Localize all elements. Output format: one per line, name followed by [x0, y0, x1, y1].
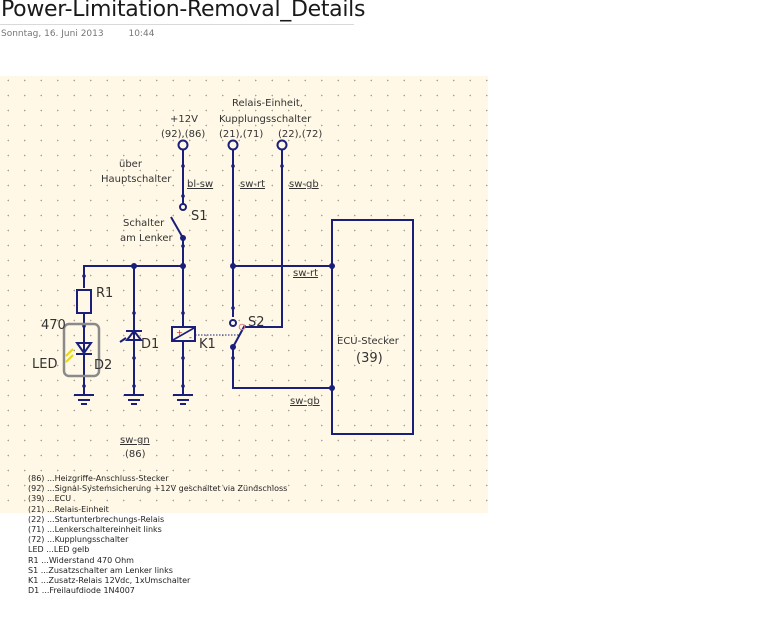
legend: (86) ...Heizgriffe-Anschluss-Stecker (92…: [28, 474, 287, 596]
pin-dot: [181, 244, 185, 248]
legend-item: LED ...LED gelb: [28, 545, 90, 555]
label-pins-92-86: (92),(86): [161, 129, 205, 140]
legend-item: (92) ...Signal-Systemsicherung +12V gesc…: [28, 484, 288, 494]
ecu-connector[interactable]: [331, 219, 414, 435]
resistor-r1[interactable]: [76, 289, 92, 314]
pin-dot: [82, 384, 86, 388]
label-am-lenker: am Lenker: [120, 233, 174, 244]
label-wire-sw-rt-rail: sw-rt: [293, 268, 318, 279]
label-wire-bl-sw: bl-sw: [187, 179, 213, 190]
label-pins-21-71: (21),(71): [219, 129, 263, 140]
switch-s2[interactable]: [229, 319, 246, 348]
pin-dot: [181, 384, 185, 388]
label-pins-22-72: (22),(72): [278, 129, 322, 140]
legend-item: (22) ...Startunterbrechungs-Relais: [28, 514, 165, 524]
wire-rail-left: [83, 265, 184, 288]
label-ecu-pin: (39): [356, 351, 383, 366]
legend-item: R1 ...Widerstand 470 Ohm: [28, 555, 134, 565]
pin-dot: [231, 164, 235, 168]
label-s2: S2: [248, 315, 265, 330]
legend-item: (21) ...Relais-Einheit: [28, 504, 109, 514]
switch-s1[interactable]: [170, 203, 187, 239]
wire-s2-common: [232, 346, 333, 389]
label-s1: S1: [191, 209, 208, 224]
led-d2[interactable]: [62, 322, 101, 378]
junction: [180, 263, 186, 269]
label-kupplungsschalter: Kupplungsschalter: [219, 114, 312, 125]
legend-item: (86) ...Heizgriffe-Anschluss-Stecker: [28, 474, 169, 483]
label-wire-sw-rt-top: sw-rt: [240, 179, 265, 190]
wire-sw-gb: [244, 150, 283, 328]
label-ueber: über: [119, 159, 143, 170]
page-time: 10:44: [128, 29, 155, 39]
page-title[interactable]: Power-Limitation-Removal_Details: [1, 0, 366, 22]
page-meta: Sonntag, 16. Juni 2013 10:44: [1, 29, 154, 39]
label-ecu-title: ECU-Stecker: [337, 336, 400, 347]
svg-text:-: -: [189, 333, 192, 342]
label-d2: D2: [94, 358, 112, 373]
ground-icons: [74, 394, 193, 405]
junction: [131, 263, 137, 269]
ground-icon: [173, 394, 193, 405]
legend-item: (39) ...ECU: [28, 494, 72, 504]
pin-dot: [181, 311, 185, 315]
terminal-22-72[interactable]: [276, 139, 288, 151]
ground-icon: [74, 394, 94, 405]
junction: [230, 263, 236, 269]
pin-dot: [132, 356, 136, 360]
label-wire-sw-gn: sw-gn: [120, 435, 150, 446]
legend-item: (71) ...Lenkerschaltereinheit links: [28, 524, 162, 534]
label-d1: D1: [141, 337, 159, 352]
label-r1-value: 470: [41, 318, 66, 333]
svg-text:+: +: [176, 328, 183, 337]
light-emission-icon: [65, 348, 74, 363]
pin-dot: [231, 306, 235, 310]
page-date: Sonntag, 16. Juni 2013: [1, 29, 104, 39]
pin-dot: [181, 356, 185, 360]
label-schalter: Schalter: [123, 218, 165, 229]
pin-dot: [280, 164, 284, 168]
label-pin-86: (86): [125, 449, 146, 460]
relay-k1[interactable]: + -: [171, 326, 240, 342]
legend-item: D1 ...Freilaufdiode 1N4007: [28, 586, 135, 596]
label-wire-sw-gb-top: sw-gb: [289, 179, 319, 190]
pin-dot: [181, 194, 185, 198]
ground-icon: [124, 394, 144, 405]
legend-item: S1 ...Zusatzschalter am Lenker links: [28, 565, 173, 575]
pin-dot: [132, 311, 136, 315]
diode-d1[interactable]: [119, 329, 144, 343]
title-divider: [0, 24, 354, 25]
label-relais-einheit: Relais-Einheit,: [232, 98, 303, 109]
label-wire-sw-gb-bottom: sw-gb: [290, 396, 320, 407]
pin-dot: [231, 356, 235, 360]
terminal-21-71[interactable]: [227, 139, 239, 151]
label-hauptschalter: Hauptschalter: [101, 174, 172, 185]
legend-item: (72) ...Kupplungsschalter: [28, 535, 129, 545]
label-plus12v: +12V: [170, 114, 198, 125]
legend-item: K1 ...Zusatz-Relais 12Vdc, 1xUmschalter: [28, 575, 191, 585]
pin-dot: [181, 164, 185, 168]
terminals: [177, 139, 288, 151]
label-r1: R1: [96, 286, 113, 301]
pin-dot: [132, 384, 136, 388]
terminal-92-86[interactable]: [177, 139, 189, 151]
label-k1: K1: [199, 337, 216, 352]
label-led: LED: [32, 357, 57, 372]
pin-dot: [82, 274, 86, 278]
